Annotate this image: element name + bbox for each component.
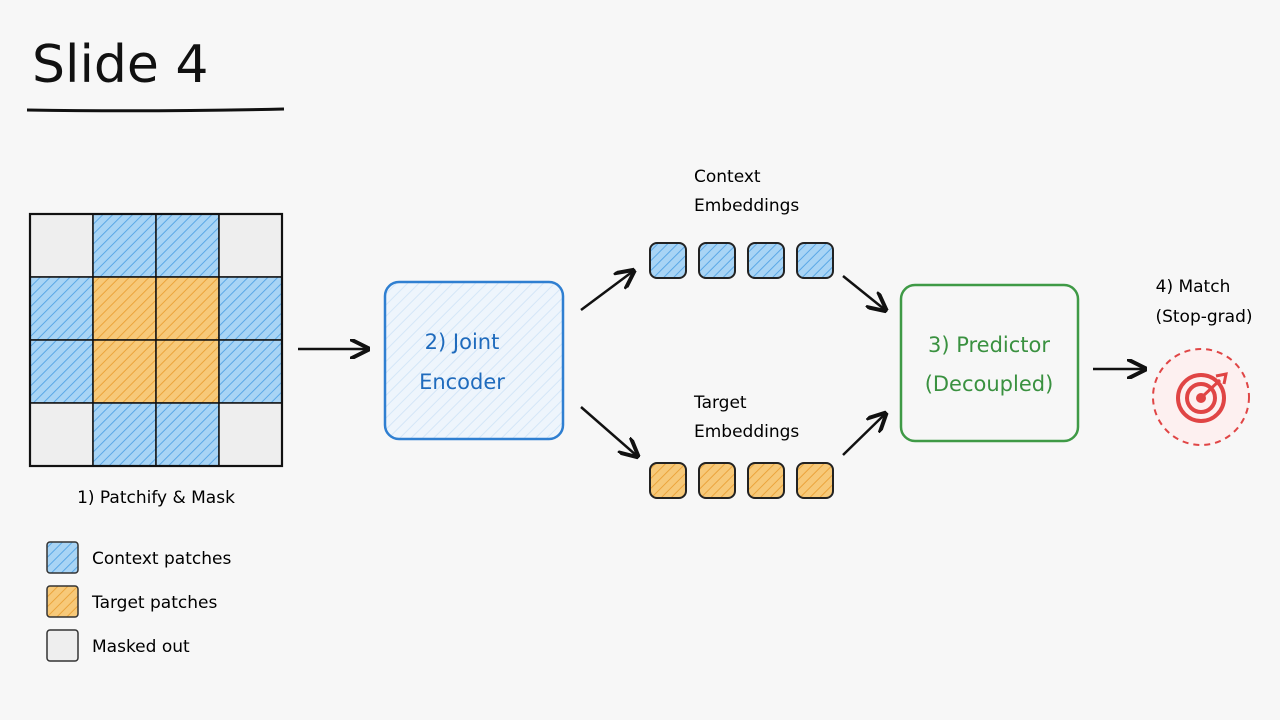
match-label-line1: 4) Match: [1156, 277, 1231, 297]
patch-masked: [29, 213, 94, 278]
context-embeddings-label-line2: Embeddings: [694, 196, 799, 216]
patch-context: [218, 276, 283, 341]
context-embedding: [747, 242, 785, 279]
title-underline: [26, 107, 285, 113]
target-embedding: [747, 462, 785, 499]
slide-title: Slide 4: [32, 35, 209, 95]
patch-grid-border: [28, 212, 284, 468]
context-embeddings-label-line1: Context: [694, 167, 761, 187]
predictor-label-line2: (Decoupled): [925, 372, 1054, 396]
patch-masked: [29, 402, 94, 467]
target-embeddings-label-line2: Embeddings: [694, 422, 799, 442]
arrow-context-to-predictor: [842, 275, 884, 309]
arrow-encoder-to-target: [580, 406, 636, 455]
patch-context: [155, 213, 220, 278]
legend-swatch-context: [46, 541, 79, 574]
patch-context: [29, 339, 94, 404]
patch-target: [92, 276, 157, 341]
patchify-caption: 1) Patchify & Mask: [77, 488, 235, 508]
match-label-line2: (Stop-grad): [1155, 307, 1252, 327]
patch-target: [155, 339, 220, 404]
encoder-label-line1: 2) Joint: [425, 330, 500, 354]
patch-context: [92, 402, 157, 467]
encoder-label-line2: Encoder: [419, 370, 505, 394]
context-embedding: [796, 242, 834, 279]
legend-label-masked: Masked out: [92, 637, 190, 657]
patch-context: [29, 276, 94, 341]
patch-context: [92, 213, 157, 278]
patch-masked: [218, 213, 283, 278]
predictor-box: [899, 283, 1080, 443]
patch-context: [155, 402, 220, 467]
legend-label-context: Context patches: [92, 549, 231, 569]
target-embedding: [649, 462, 687, 499]
legend-label-target: Target patches: [91, 593, 217, 613]
patch-grid: [28, 212, 284, 468]
patch-context: [218, 339, 283, 404]
target-embeddings-label-line1: Target: [693, 393, 747, 413]
target-embeddings-row: [649, 462, 834, 499]
joint-encoder-box: [383, 280, 565, 441]
context-embedding: [698, 242, 736, 279]
target-embedding: [796, 462, 834, 499]
target-embedding: [698, 462, 736, 499]
arrow-target-to-predictor: [842, 415, 884, 456]
patch-masked: [218, 402, 283, 467]
patch-target: [155, 276, 220, 341]
target-icon: [1152, 348, 1250, 446]
context-embedding: [649, 242, 687, 279]
patch-target: [92, 339, 157, 404]
context-embeddings-row: [649, 242, 834, 279]
arrow-encoder-to-context: [580, 272, 632, 312]
legend-swatch-masked: [46, 629, 79, 662]
legend-swatch-target: [46, 585, 79, 618]
predictor-label-line1: 3) Predictor: [928, 333, 1050, 357]
